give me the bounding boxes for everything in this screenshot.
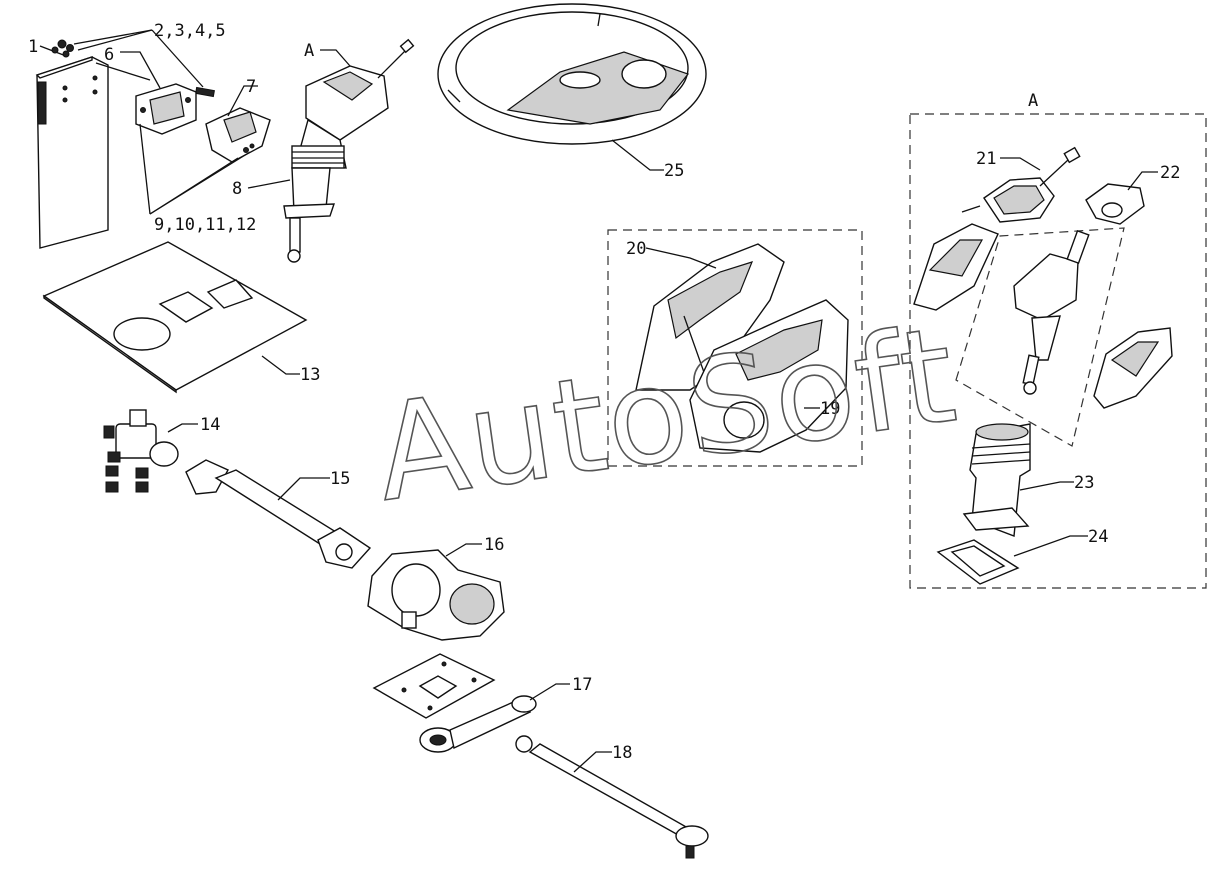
part-15-intermediate-shaft: [185, 459, 372, 569]
callout-6: 6: [104, 45, 114, 65]
part-19-lower-shroud: [689, 299, 849, 453]
callout-19: 19: [820, 399, 840, 419]
callout-14: 14: [200, 415, 220, 435]
part-24-gasket: [936, 539, 1020, 585]
callout-8: 8: [232, 179, 242, 199]
part-6-bracket: [135, 83, 197, 135]
callout-9-12: 9,10,11,12: [154, 215, 256, 235]
part-21-combination-switch: [961, 146, 1081, 223]
part-25-steering-wheel: [437, 3, 707, 145]
callout-1: 1: [28, 37, 38, 57]
callout-2-5: 2,3,4,5: [154, 21, 226, 41]
part-8-steering-column: [283, 38, 415, 263]
part-13-floor-panel: [42, 241, 308, 394]
callout-21: 21: [976, 149, 996, 169]
callout-24: 24: [1088, 527, 1108, 547]
part-14-universal-joint: [103, 409, 179, 493]
part-22-switch-module: [1085, 183, 1145, 225]
part-1-panel: [35, 56, 109, 249]
callout-A-column: A: [304, 41, 314, 61]
part-18-drag-link: [515, 735, 709, 859]
callout-22: 22: [1160, 163, 1180, 183]
callout-20: 20: [626, 239, 646, 259]
callout-23: 23: [1074, 473, 1094, 493]
part-2-5-bolts: [51, 39, 215, 98]
callout-15: 15: [330, 469, 350, 489]
callout-18: 18: [612, 743, 632, 763]
group-A-lower-shroud: [1093, 327, 1173, 409]
part-7-bracket: [205, 107, 271, 163]
callout-16: 16: [484, 535, 504, 555]
part-17-pitman-arm: [419, 695, 537, 753]
mounting-plate: [372, 653, 496, 719]
callout-25: 25: [664, 161, 684, 181]
part-16-steering-gear: [367, 549, 505, 641]
group-A-upper-shroud: [913, 223, 999, 311]
callout-13: 13: [300, 365, 320, 385]
callout-17: 17: [572, 675, 592, 695]
group-A-column-core: [1013, 229, 1090, 395]
part-23-boot: [962, 423, 1031, 537]
callout-7: 7: [246, 77, 256, 97]
group-label-A: A: [1028, 91, 1038, 111]
